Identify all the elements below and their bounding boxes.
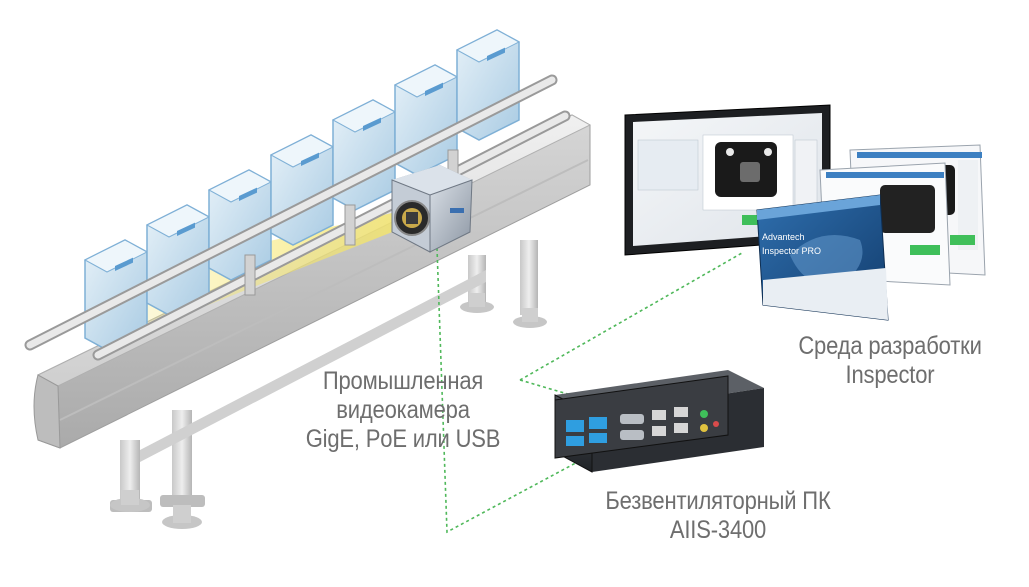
product-box [331, 99, 397, 211]
software-box: Advantech Inspector PRO [756, 194, 889, 321]
fanless-pc-icon [554, 370, 764, 473]
software-box-line1: Advantech [762, 232, 805, 242]
ide-label-line1: Среда разработки [798, 332, 982, 360]
product-row [83, 29, 521, 351]
pc-label-line1: Безвентиляторный ПК [605, 487, 831, 515]
ide-label: Среда разработки Inspector [776, 332, 1005, 390]
pc-to-display-line [519, 252, 743, 381]
camera-icon [391, 165, 473, 253]
product-box [207, 169, 273, 281]
product-box [455, 29, 521, 141]
software-box-line2: Inspector PRO [762, 246, 821, 256]
pc-label: Безвентиляторный ПК AIIS-3400 [568, 487, 867, 545]
camera-label-line2: видеокамера [336, 396, 470, 424]
camera-to-pc-line [436, 247, 586, 534]
product-box [83, 239, 149, 351]
camera-label-line3: GigE, PoE или USB [305, 425, 501, 453]
pc-label-line2: AIIS-3400 [669, 516, 767, 544]
connector-lines [436, 247, 743, 534]
conveyor-legs [110, 240, 547, 529]
guide-rail [24, 74, 571, 361]
ide-label-line2: Inspector [845, 361, 935, 389]
camera-label: Промышленная видеокамера GigE, PoE или U… [284, 367, 522, 454]
camera-label-line1: Промышленная [322, 367, 484, 395]
